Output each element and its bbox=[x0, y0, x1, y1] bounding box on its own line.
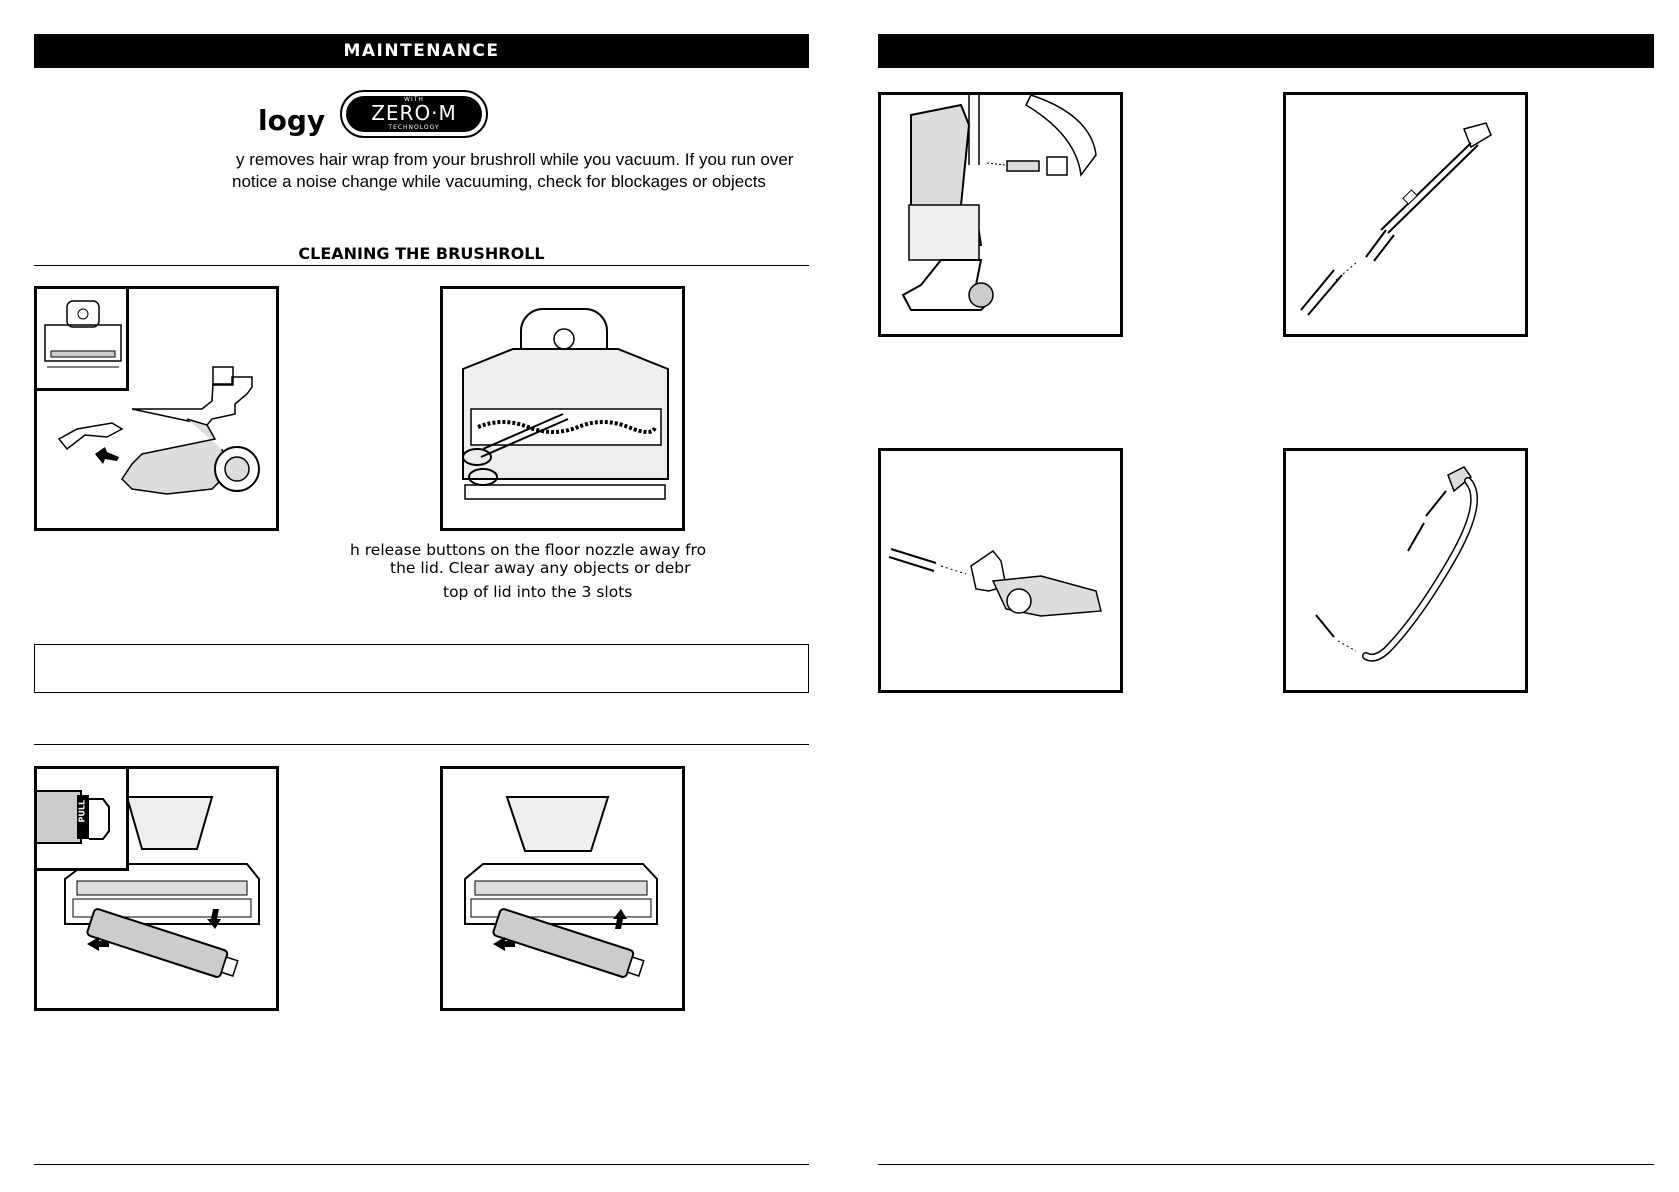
brushroll-insert-illustration bbox=[440, 766, 685, 1011]
note-box bbox=[34, 644, 809, 693]
nozzle-lid-illustration bbox=[34, 286, 279, 531]
step-line-1: h release buttons on the floor nozzle aw… bbox=[350, 541, 707, 559]
arrow-icon bbox=[493, 937, 515, 951]
arrow-icon bbox=[95, 447, 119, 464]
logo-bottom-word: TECHNOLOGY bbox=[388, 124, 440, 131]
section-rule-2 bbox=[34, 744, 809, 745]
section-rule bbox=[34, 265, 809, 266]
maintenance-header-text: MAINTENANCE bbox=[343, 41, 500, 61]
arrow-icon bbox=[613, 909, 627, 929]
hose-illustration bbox=[1283, 448, 1528, 693]
footer-rule-left bbox=[34, 1164, 809, 1165]
logo-top-word: WITH bbox=[404, 96, 424, 103]
footer-rule-right bbox=[878, 1164, 1654, 1165]
logo-main-word: ZERO·M bbox=[371, 101, 457, 125]
intro-line-2: notice a noise change while vacuuming, c… bbox=[232, 172, 766, 191]
zero-m-logo: WITH ZERO·M TECHNOLOGY bbox=[340, 90, 488, 138]
intro-line-1: y removes hair wrap from your brushroll … bbox=[236, 150, 794, 169]
arrow-icon bbox=[87, 937, 109, 951]
nozzle-inset bbox=[37, 289, 129, 391]
pull-inset: PULL bbox=[37, 769, 129, 871]
section-title: CLEANING THE BRUSHROLL bbox=[298, 244, 545, 263]
wand-illustration bbox=[1283, 92, 1528, 337]
arrow-icon bbox=[207, 909, 221, 929]
brushroll-removal-illustration: PULL bbox=[34, 766, 279, 1011]
scissors-brushroll-illustration bbox=[440, 286, 685, 531]
pull-label: PULL bbox=[77, 799, 87, 823]
nozzle-connector-illustration bbox=[878, 448, 1123, 693]
maintenance-header: MAINTENANCE bbox=[34, 34, 809, 68]
technology-heading: logy bbox=[258, 104, 326, 137]
step-line-3: top of lid into the 3 slots bbox=[443, 583, 633, 601]
right-header bbox=[878, 34, 1654, 68]
step-line-2: the lid. Clear away any objects or debr bbox=[390, 559, 691, 577]
handle-hose-illustration bbox=[878, 92, 1123, 337]
